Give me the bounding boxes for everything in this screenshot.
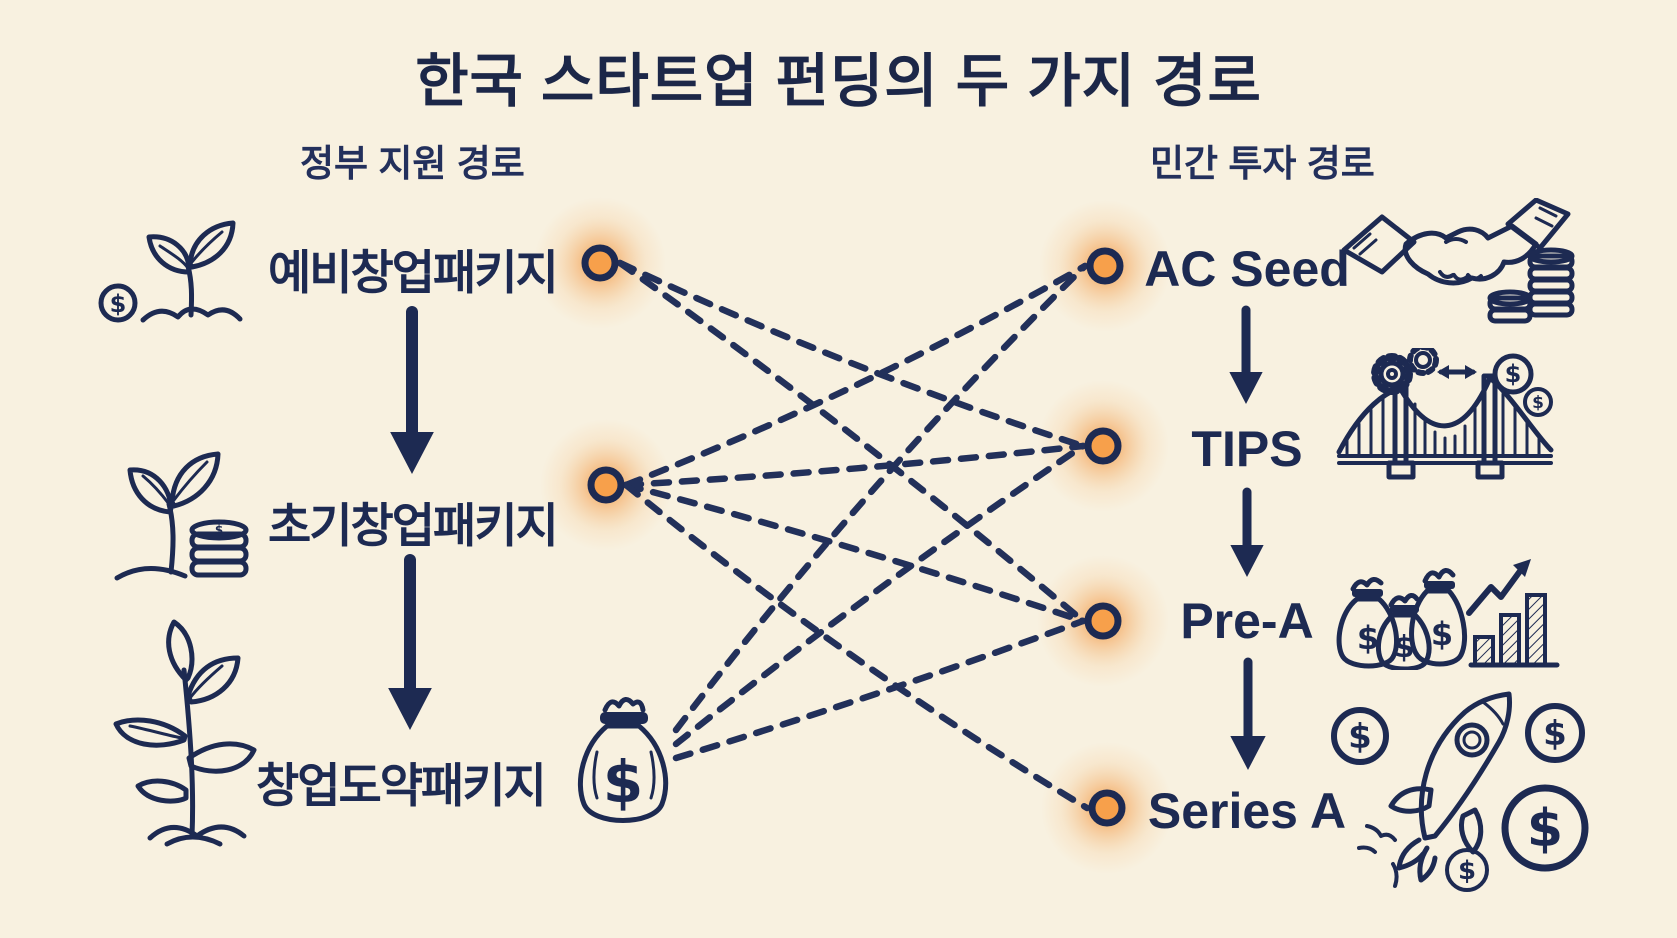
money-bags-icon: $ $ $	[1336, 568, 1468, 670]
dollar-symbol: $	[1458, 856, 1476, 886]
edge-chogi-to-series-a	[622, 481, 1091, 812]
grown-plant-icon	[72, 608, 307, 848]
government-item-early-startup-package: 초기창업패키지	[268, 499, 559, 552]
edge-chogi-to-tips	[622, 442, 1087, 489]
dollar-symbol: $	[1357, 619, 1379, 657]
dollar-symbol: $	[1543, 714, 1567, 754]
government-item-pre-startup-package: 예비창업패키지	[268, 246, 559, 299]
coin-stacks-icon	[1487, 247, 1575, 324]
handshake-coins-icon	[1340, 198, 1575, 328]
private-stage-tips: TIPS	[1191, 421, 1303, 477]
private-path-header: 민간 투자 경로	[1150, 143, 1375, 184]
growth-chart-icon	[1466, 559, 1560, 668]
glow-chogi	[540, 419, 672, 551]
private-stage-ac-seed: AC Seed	[1144, 241, 1350, 297]
edge-doyak-to-tips	[672, 442, 1087, 748]
plant-icon	[113, 619, 257, 847]
double-arrow-icon	[1437, 365, 1477, 379]
seedling-coin-icon: $	[88, 192, 268, 327]
dollar-symbol: $	[1394, 630, 1415, 665]
dollar-coins-icon: $ $ $ $	[1331, 703, 1589, 892]
coin-stack-icon: $	[189, 519, 249, 578]
dollar-symbol: $	[1431, 615, 1453, 653]
seedling-icon	[140, 220, 243, 323]
flow-arrow-head-3	[1230, 545, 1264, 577]
node-chogi	[587, 466, 625, 504]
sprout-coin-stack-icon: $	[95, 412, 260, 582]
gears-icon	[1371, 348, 1439, 395]
dollar-symbol: $	[1532, 393, 1544, 413]
sprout-icon	[114, 451, 221, 581]
flow-arrow-head-1	[388, 688, 432, 730]
bridge-gears-icon: $ $	[1335, 348, 1555, 498]
dollar-symbol: $	[1348, 717, 1372, 757]
edge-chogi-to-pre-a	[622, 481, 1087, 625]
money-bag-icon: $	[567, 690, 679, 835]
node-yebi	[581, 244, 619, 282]
edge-doyak-to-pre-a	[672, 617, 1087, 762]
dollar-coin-icon: $	[98, 283, 138, 323]
private-stage-series-a: Series A	[1147, 783, 1347, 839]
dollar-symbol: $	[1505, 360, 1522, 388]
dollar-coins-icon: $ $	[1492, 353, 1553, 417]
dollar-symbol: $	[603, 748, 643, 816]
dollar-symbol: $	[110, 290, 127, 318]
dollar-symbol: $	[1527, 799, 1563, 859]
page-title: 한국 스타트업 펀딩의 두 가지 경로	[415, 49, 1262, 114]
government-path-header: 정부 지원 경로	[300, 143, 525, 184]
government-item-startup-leap-package: 창업도약패키지	[256, 759, 547, 812]
edge-yebi-to-pre-a	[616, 259, 1087, 625]
handshake-icon	[1341, 198, 1571, 286]
flow-arrow-head-4	[1230, 736, 1266, 770]
edge-yebi-to-tips	[616, 259, 1087, 450]
flow-arrow-head-2	[1229, 372, 1263, 404]
money-bags-chart-icon: $ $ $	[1325, 545, 1560, 670]
private-stage-pre-a: Pre-A	[1180, 593, 1314, 649]
flow-arrow-head-0	[390, 432, 434, 474]
edge-chogi-to-ac-seed	[622, 262, 1089, 489]
money-bag: $	[577, 697, 669, 823]
dollar-symbol: $	[215, 523, 223, 537]
rocket-coins-icon: $ $ $ $	[1315, 678, 1595, 908]
edge-doyak-to-ac-seed	[672, 262, 1089, 734]
